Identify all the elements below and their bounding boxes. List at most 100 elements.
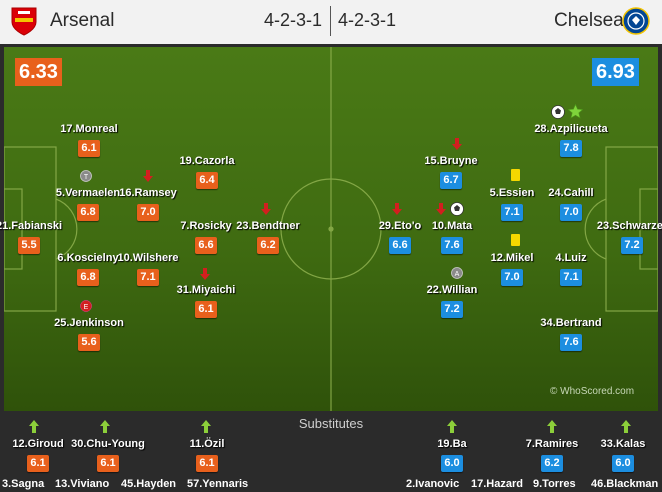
sub-off-arrow-icon	[143, 170, 153, 182]
player-home[interactable]: 16.Ramsey 7.0	[93, 187, 203, 221]
captain-badge-icon: T	[80, 170, 92, 182]
player-home[interactable]: 10.Wilshere 7.1	[93, 252, 203, 286]
player-name: 34.Bertrand	[540, 317, 602, 329]
sub-on-arrow-icon	[547, 420, 557, 433]
sub-on-arrow-icon	[29, 420, 39, 433]
player-rating: 6.7	[440, 172, 462, 189]
player-home[interactable]: 31.Miyaichi 6.1	[151, 284, 261, 318]
player-home[interactable]: 7.Rosicky 6.6	[151, 220, 261, 254]
player-name: 12.Giroud	[12, 438, 64, 450]
player-away[interactable]: 24.Cahill 7.0	[516, 187, 626, 221]
sub-off-arrow-icon	[452, 138, 462, 150]
sub-player-away[interactable]: 7.Ramires 6.2	[497, 438, 607, 472]
player-name: 21.Fabianski	[0, 220, 63, 232]
away-formation: 4-2-3-1	[338, 10, 397, 30]
player-rating: 7.2	[441, 301, 463, 318]
sub-player-home[interactable]: 30.Chu-Young 6.1	[53, 438, 163, 472]
home-team-name[interactable]: Arsenal	[50, 10, 115, 31]
player-home[interactable]: 23.Bendtner 6.2	[213, 220, 323, 254]
player-name: 29.Eto'o	[378, 220, 422, 232]
sub-out-home[interactable]: 3.Sagna	[2, 478, 45, 490]
sub-out-away[interactable]: 2.Ivanovic	[406, 478, 460, 490]
sub-player-away[interactable]: 33.Kalas 6.0	[568, 438, 662, 472]
player-away[interactable]: 34.Bertrand 7.6	[516, 317, 626, 351]
sub-off-arrow-icon	[392, 203, 402, 215]
sub-out-home[interactable]: 57.Yennaris	[187, 478, 249, 490]
player-rating: 7.1	[560, 269, 582, 286]
player-name: 23.Schwarzer	[596, 220, 662, 232]
away-team-name[interactable]: Chelsea	[554, 10, 624, 31]
player-rating: 6.1	[196, 455, 218, 472]
player-name: 4.Luiz	[555, 252, 587, 264]
player-name: 16.Ramsey	[119, 187, 177, 199]
formation-divider	[330, 6, 331, 36]
player-home[interactable]: 17.Monreal 6.1	[34, 123, 144, 157]
player-rating: 7.2	[621, 237, 643, 254]
player-away[interactable]: 28.Azpilicueta 7.8	[516, 123, 626, 157]
player-away[interactable]: 22.Willian 7.2	[397, 284, 507, 318]
player-name: 23.Bendtner	[236, 220, 300, 232]
player-away[interactable]: 15.Bruyne 6.7	[396, 155, 506, 189]
player-name: 17.Monreal	[60, 123, 118, 135]
sub-out-away[interactable]: 9.Torres	[533, 478, 576, 490]
player-name: 10.Wilshere	[117, 252, 179, 264]
sub-on-arrow-icon	[201, 420, 211, 433]
home-team-rating: 6.33	[15, 58, 62, 86]
pitch	[4, 47, 658, 411]
player-home[interactable]: 19.Cazorla 6.4	[152, 155, 262, 189]
away-team-rating: 6.93	[592, 58, 639, 86]
player-name: 19.Ba	[437, 438, 467, 450]
svg-text:A: A	[455, 271, 460, 278]
player-name: 5.Vermaelen	[55, 187, 121, 199]
player-rating: 7.1	[137, 269, 159, 286]
player-name: 31.Miyaichi	[176, 284, 236, 296]
sub-out-home[interactable]: 45.Hayden	[121, 478, 177, 490]
player-rating: 6.1	[195, 301, 217, 318]
player-home[interactable]: 21.Fabianski 5.5	[0, 220, 84, 254]
chelsea-crest-icon	[622, 7, 650, 35]
player-name: 6.Koscielny	[57, 252, 119, 264]
player-rating: 5.6	[78, 334, 100, 351]
sub-out-away[interactable]: 17.Hazard	[471, 478, 523, 490]
player-home[interactable]: 6.Koscielny 6.8	[33, 252, 143, 286]
sub-player-home[interactable]: 12.Giroud 6.1	[0, 438, 93, 472]
player-rating: 5.5	[18, 237, 40, 254]
sub-on-arrow-icon	[621, 420, 631, 433]
player-rating: 6.4	[196, 172, 218, 189]
player-rating: 7.6	[560, 334, 582, 351]
assist-badge-icon: A	[451, 267, 463, 279]
yellow-card-icon	[511, 234, 520, 246]
sub-off-arrow-icon	[436, 203, 446, 215]
yellow-card-icon	[511, 169, 520, 181]
sub-out-away[interactable]: 46.Blackman	[591, 478, 659, 490]
player-rating: 7.1	[501, 204, 523, 221]
player-name: 30.Chu-Young	[71, 438, 145, 450]
player-rating: 7.0	[560, 204, 582, 221]
goal-ball-icon	[551, 105, 565, 119]
red-badge-icon: E	[80, 300, 92, 312]
player-away[interactable]: 23.Schwarzer 7.2	[577, 220, 662, 254]
player-away[interactable]: 4.Luiz 7.1	[516, 252, 626, 286]
player-rating: 6.6	[195, 237, 217, 254]
player-name: 12.Mikel	[490, 252, 534, 264]
svg-text:T: T	[84, 174, 89, 181]
sub-player-home[interactable]: 11.Özil 6.1	[152, 438, 262, 472]
player-rating: 6.1	[97, 455, 119, 472]
player-rating: 6.0	[612, 455, 634, 472]
player-away[interactable]: 5.Essien 7.1	[457, 187, 567, 221]
sub-player-away[interactable]: 19.Ba 6.0	[397, 438, 507, 472]
player-away[interactable]: 12.Mikel 7.0	[457, 252, 567, 286]
player-away[interactable]: 29.Eto'o 6.6	[345, 220, 455, 254]
sub-off-arrow-icon	[261, 203, 271, 215]
player-home[interactable]: 5.Vermaelen 6.8	[33, 187, 143, 221]
player-rating: 6.0	[441, 455, 463, 472]
player-name: 33.Kalas	[600, 438, 646, 450]
player-name: 7.Ramires	[525, 438, 579, 450]
pitch-markings	[4, 47, 658, 411]
player-rating: 6.1	[78, 140, 100, 157]
player-rating: 7.8	[560, 140, 582, 157]
player-name: 11.Özil	[189, 438, 225, 450]
sub-out-home[interactable]: 13.Viviano	[55, 478, 110, 490]
player-home[interactable]: 25.Jenkinson 5.6	[34, 317, 144, 351]
player-away[interactable]: 10.Mata 7.6	[397, 220, 507, 254]
